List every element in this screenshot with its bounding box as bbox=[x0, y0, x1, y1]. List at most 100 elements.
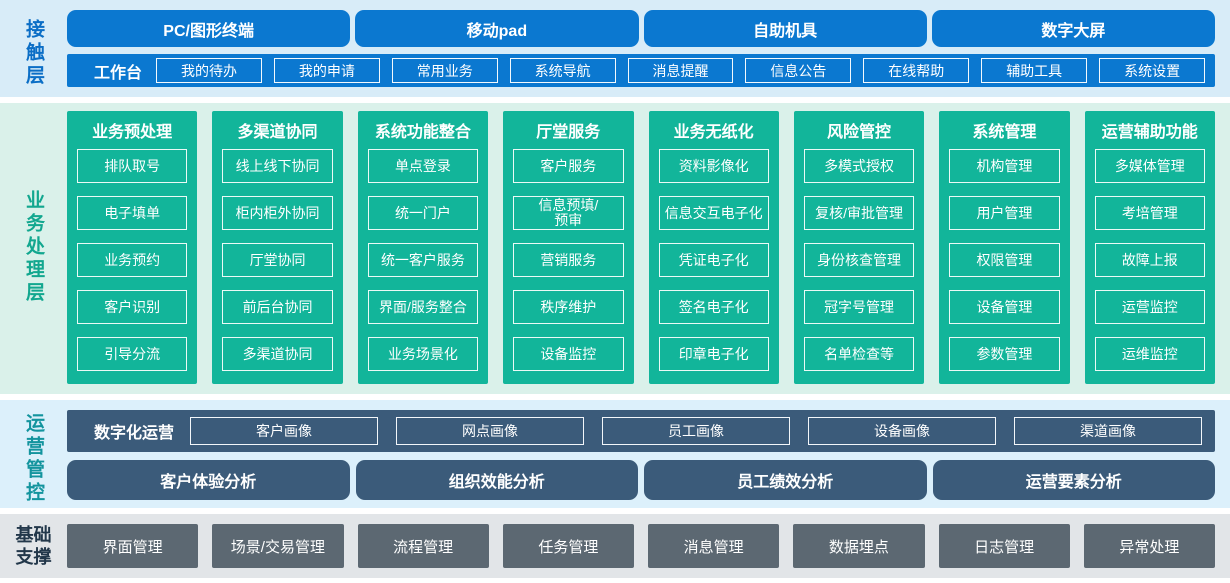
business-column-items: 线上线下协同柜内柜外协同厅堂协同前后台协同多渠道协同 bbox=[222, 149, 333, 371]
base-item[interactable]: 任务管理 bbox=[502, 524, 634, 568]
business-item[interactable]: 业务预约 bbox=[77, 243, 188, 277]
business-item[interactable]: 引导分流 bbox=[77, 337, 188, 371]
business-item[interactable]: 前后台协同 bbox=[222, 290, 333, 324]
business-item[interactable]: 厅堂协同 bbox=[222, 243, 333, 277]
business-item[interactable]: 权限管理 bbox=[949, 243, 1060, 277]
business-item[interactable]: 多渠道协同 bbox=[222, 337, 333, 371]
business-column-title: 运营辅助功能 bbox=[1101, 124, 1198, 141]
business-item[interactable]: 设备监控 bbox=[513, 337, 624, 371]
business-item[interactable]: 多媒体管理 bbox=[1094, 149, 1205, 183]
business-item[interactable]: 考培管理 bbox=[1094, 196, 1205, 230]
device-tab[interactable]: 数字大屏 bbox=[931, 10, 1215, 47]
business-item[interactable]: 统一门户 bbox=[367, 196, 479, 230]
business-item[interactable]: 信息预填/ 预审 bbox=[513, 196, 624, 230]
business-item[interactable]: 客户服务 bbox=[513, 149, 624, 183]
business-item[interactable]: 故障上报 bbox=[1094, 243, 1205, 277]
portrait-item[interactable]: 渠道画像 bbox=[1014, 417, 1203, 445]
business-column-title: 多渠道协同 bbox=[237, 124, 318, 141]
base-item[interactable]: 日志管理 bbox=[938, 524, 1070, 568]
business-layer-section: 业务处理层 业务预处理排队取号电子填单业务预约客户识别引导分流多渠道协同线上线下… bbox=[0, 103, 1230, 394]
workbench-item[interactable]: 系统导航 bbox=[509, 58, 616, 83]
business-item[interactable]: 凭证电子化 bbox=[658, 243, 769, 277]
analysis-button[interactable]: 员工绩效分析 bbox=[644, 460, 927, 500]
business-item[interactable]: 客户识别 bbox=[77, 290, 188, 324]
base-item[interactable]: 异常处理 bbox=[1083, 524, 1215, 568]
portrait-item[interactable]: 网点画像 bbox=[396, 417, 585, 445]
portrait-items: 客户画像网点画像员工画像设备画像渠道画像 bbox=[190, 417, 1203, 445]
business-column: 风险管控多模式授权复核/审批管理身份核查管理冠字号管理名单检查等 bbox=[793, 111, 925, 384]
base-item[interactable]: 界面管理 bbox=[67, 524, 199, 568]
portrait-item[interactable]: 设备画像 bbox=[808, 417, 997, 445]
digital-ops-label: 数字化运营 bbox=[94, 425, 175, 442]
business-item[interactable]: 机构管理 bbox=[949, 149, 1060, 183]
contact-layer-label: 接触层 bbox=[23, 19, 44, 88]
base-item[interactable]: 数据埋点 bbox=[793, 524, 925, 568]
workbench-label: 工作台 bbox=[94, 64, 143, 82]
workbench-item[interactable]: 辅助工具 bbox=[981, 58, 1088, 83]
device-tab[interactable]: PC/图形终端 bbox=[67, 10, 351, 47]
workbench-item[interactable]: 在线帮助 bbox=[863, 58, 970, 83]
workbench-bar: 工作台 我的待办我的申请常用业务系统导航消息提醒信息公告在线帮助辅助工具系统设置 bbox=[67, 54, 1215, 87]
base-item[interactable]: 消息管理 bbox=[648, 524, 780, 568]
workbench-item[interactable]: 消息提醒 bbox=[627, 58, 734, 83]
portrait-item[interactable]: 客户画像 bbox=[190, 417, 379, 445]
workbench-item[interactable]: 我的待办 bbox=[156, 58, 262, 83]
analysis-button[interactable]: 运营要素分析 bbox=[932, 460, 1215, 500]
base-layer-section: 基础支撑 界面管理场景/交易管理流程管理任务管理消息管理数据埋点日志管理异常处理 bbox=[0, 514, 1230, 578]
business-column-title: 系统管理 bbox=[972, 124, 1037, 141]
business-item[interactable]: 营销服务 bbox=[513, 243, 624, 277]
contact-layer-gutter: 接触层 bbox=[0, 10, 67, 97]
business-item[interactable]: 签名电子化 bbox=[658, 290, 769, 324]
business-item[interactable]: 名单检查等 bbox=[803, 337, 915, 371]
business-column-items: 多模式授权复核/审批管理身份核查管理冠字号管理名单检查等 bbox=[803, 149, 915, 371]
business-item[interactable]: 统一客户服务 bbox=[367, 243, 479, 277]
business-item[interactable]: 界面/服务整合 bbox=[367, 290, 479, 324]
analysis-button[interactable]: 组织效能分析 bbox=[355, 460, 638, 500]
business-column-items: 资料影像化信息交互电子化凭证电子化签名电子化印章电子化 bbox=[658, 149, 769, 371]
business-item[interactable]: 设备管理 bbox=[949, 290, 1060, 324]
ops-layer-content: 数字化运营 客户画像网点画像员工画像设备画像渠道画像 客户体验分析组织效能分析员… bbox=[67, 410, 1230, 508]
base-layer-content: 界面管理场景/交易管理流程管理任务管理消息管理数据埋点日志管理异常处理 bbox=[67, 524, 1230, 568]
portrait-item[interactable]: 员工画像 bbox=[602, 417, 791, 445]
business-item[interactable]: 复核/审批管理 bbox=[803, 196, 915, 230]
business-item[interactable]: 柜内柜外协同 bbox=[222, 196, 333, 230]
workbench-item[interactable]: 系统设置 bbox=[1099, 58, 1206, 83]
business-item[interactable]: 单点登录 bbox=[367, 149, 479, 183]
business-item[interactable]: 线上线下协同 bbox=[222, 149, 333, 183]
ops-layer-label: 运营管控 bbox=[23, 413, 44, 505]
business-column: 系统管理机构管理用户管理权限管理设备管理参数管理 bbox=[939, 111, 1070, 384]
base-layer-label: 基础支撑 bbox=[15, 524, 52, 568]
business-item[interactable]: 电子填单 bbox=[77, 196, 188, 230]
business-item[interactable]: 运维监控 bbox=[1094, 337, 1205, 371]
business-item[interactable]: 信息交互电子化 bbox=[658, 196, 769, 230]
business-column: 业务预处理排队取号电子填单业务预约客户识别引导分流 bbox=[67, 111, 198, 384]
base-layer-gutter: 基础支撑 bbox=[0, 524, 67, 568]
business-item[interactable]: 资料影像化 bbox=[658, 149, 769, 183]
workbench-item[interactable]: 常用业务 bbox=[391, 58, 498, 83]
base-item[interactable]: 流程管理 bbox=[357, 524, 489, 568]
business-item[interactable]: 业务场景化 bbox=[367, 337, 479, 371]
business-item[interactable]: 用户管理 bbox=[949, 196, 1060, 230]
base-item[interactable]: 场景/交易管理 bbox=[212, 524, 344, 568]
business-layer-content: 业务预处理排队取号电子填单业务预约客户识别引导分流多渠道协同线上线下协同柜内柜外… bbox=[67, 111, 1230, 384]
business-column-items: 单点登录统一门户统一客户服务界面/服务整合业务场景化 bbox=[367, 149, 479, 371]
analysis-button[interactable]: 客户体验分析 bbox=[67, 460, 350, 500]
business-column-items: 排队取号电子填单业务预约客户识别引导分流 bbox=[77, 149, 188, 371]
business-item[interactable]: 排队取号 bbox=[77, 149, 188, 183]
business-item[interactable]: 秩序维护 bbox=[513, 290, 624, 324]
business-item[interactable]: 印章电子化 bbox=[658, 337, 769, 371]
business-item[interactable]: 参数管理 bbox=[949, 337, 1060, 371]
base-items: 界面管理场景/交易管理流程管理任务管理消息管理数据埋点日志管理异常处理 bbox=[67, 524, 1215, 568]
business-columns: 业务预处理排队取号电子填单业务预约客户识别引导分流多渠道协同线上线下协同柜内柜外… bbox=[67, 111, 1215, 384]
business-item[interactable]: 身份核查管理 bbox=[803, 243, 915, 277]
business-item[interactable]: 运营监控 bbox=[1094, 290, 1205, 324]
business-item[interactable]: 冠字号管理 bbox=[803, 290, 915, 324]
workbench-item[interactable]: 我的申请 bbox=[273, 58, 380, 83]
workbench-item[interactable]: 信息公告 bbox=[745, 58, 852, 83]
business-item[interactable]: 多模式授权 bbox=[803, 149, 915, 183]
device-tab[interactable]: 自助机具 bbox=[643, 10, 927, 47]
device-tab[interactable]: 移动pad bbox=[355, 10, 639, 47]
